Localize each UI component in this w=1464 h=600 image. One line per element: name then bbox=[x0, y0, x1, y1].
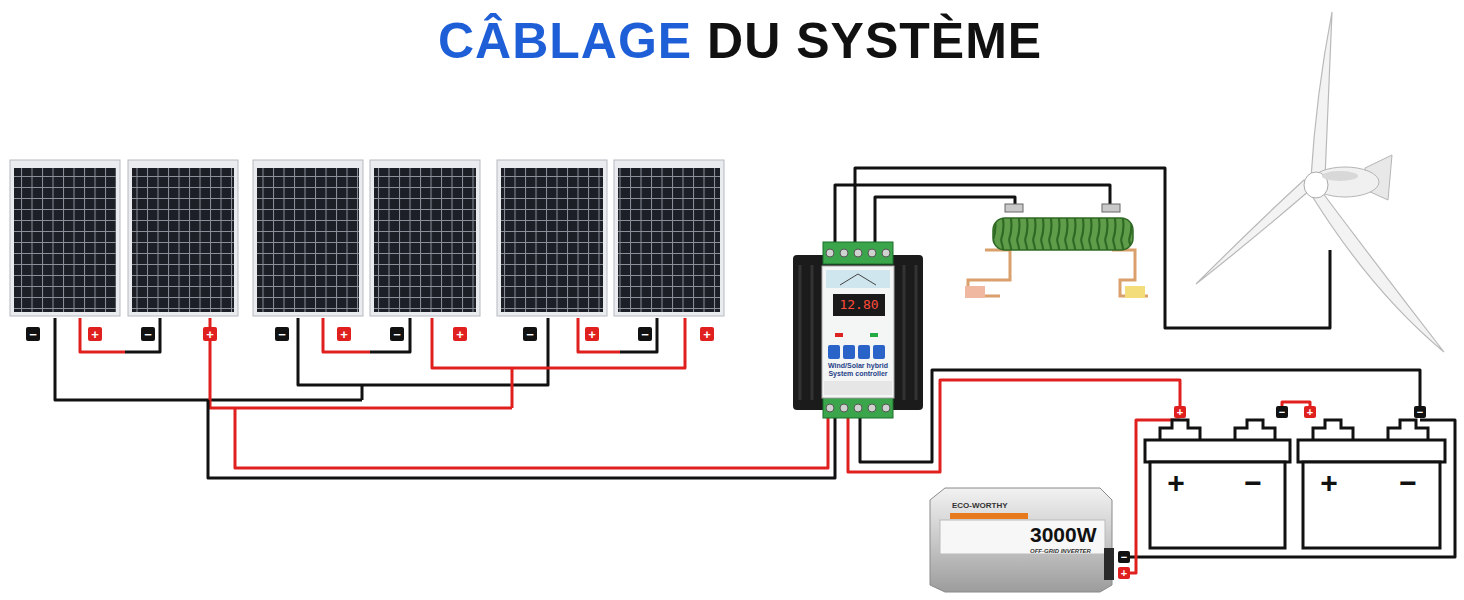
lcd-reading: 12.80 bbox=[833, 296, 885, 314]
panel-wiring bbox=[55, 168, 1455, 573]
inverter-box: ECO-WORTHY 3000WOFF-GRID INVERTER bbox=[930, 488, 1112, 592]
solar-panel bbox=[370, 160, 480, 316]
terminal-marker: − bbox=[275, 327, 289, 341]
solar-panel bbox=[614, 160, 724, 316]
battery-polarity: − bbox=[1238, 468, 1268, 498]
dump-load-resistor bbox=[965, 204, 1148, 298]
terminal-marker: + bbox=[700, 327, 714, 341]
terminal-marker: − bbox=[141, 327, 155, 341]
terminal-marker: − bbox=[1118, 551, 1130, 563]
diagram-title: CÂBLAGE DU SYSTÈME bbox=[438, 12, 1042, 70]
terminal-marker: + bbox=[453, 327, 467, 341]
solar-cells bbox=[14, 168, 116, 312]
solar-cells bbox=[374, 168, 476, 312]
terminal-marker: + bbox=[337, 327, 351, 341]
inverter bbox=[930, 488, 1114, 592]
inverter-label: OFF-GRID INVERTER bbox=[1030, 547, 1105, 555]
controller-panel: 12.80Wind/Solar hybrid System controller bbox=[822, 266, 894, 398]
terminal-marker: + bbox=[203, 327, 217, 341]
solar-cells bbox=[618, 168, 720, 312]
solar-panels bbox=[10, 160, 724, 316]
terminal-marker: − bbox=[1276, 406, 1288, 418]
solar-panel bbox=[10, 160, 120, 316]
solar-panel bbox=[253, 160, 363, 316]
hybrid-controller bbox=[793, 242, 923, 418]
inverter-label: 3000W bbox=[1030, 523, 1105, 547]
solar-panel bbox=[128, 160, 238, 316]
solar-panel bbox=[497, 160, 607, 316]
terminal-marker: + bbox=[1304, 406, 1316, 418]
battery-polarity: + bbox=[1314, 468, 1344, 498]
batteries bbox=[1145, 420, 1445, 548]
terminal-marker: − bbox=[523, 327, 537, 341]
solar-cells bbox=[501, 168, 603, 312]
wind-turbine bbox=[1196, 12, 1444, 352]
terminal-marker: + bbox=[1174, 406, 1186, 418]
terminal-marker: − bbox=[26, 327, 40, 341]
terminal-marker: − bbox=[1414, 406, 1426, 418]
controller-label: Wind/Solar hybrid System controller bbox=[824, 362, 892, 378]
terminal-marker: + bbox=[88, 327, 102, 341]
terminal-marker: + bbox=[585, 327, 599, 341]
solar-cells bbox=[257, 168, 359, 312]
inverter-label: ECO-WORTHY bbox=[952, 500, 1032, 512]
terminal-marker: + bbox=[1118, 567, 1130, 579]
battery-polarity: + bbox=[1161, 468, 1191, 498]
terminal-marker: − bbox=[390, 327, 404, 341]
solar-cells bbox=[132, 168, 234, 312]
terminal-marker: − bbox=[638, 327, 652, 341]
battery-polarity: − bbox=[1393, 468, 1423, 498]
